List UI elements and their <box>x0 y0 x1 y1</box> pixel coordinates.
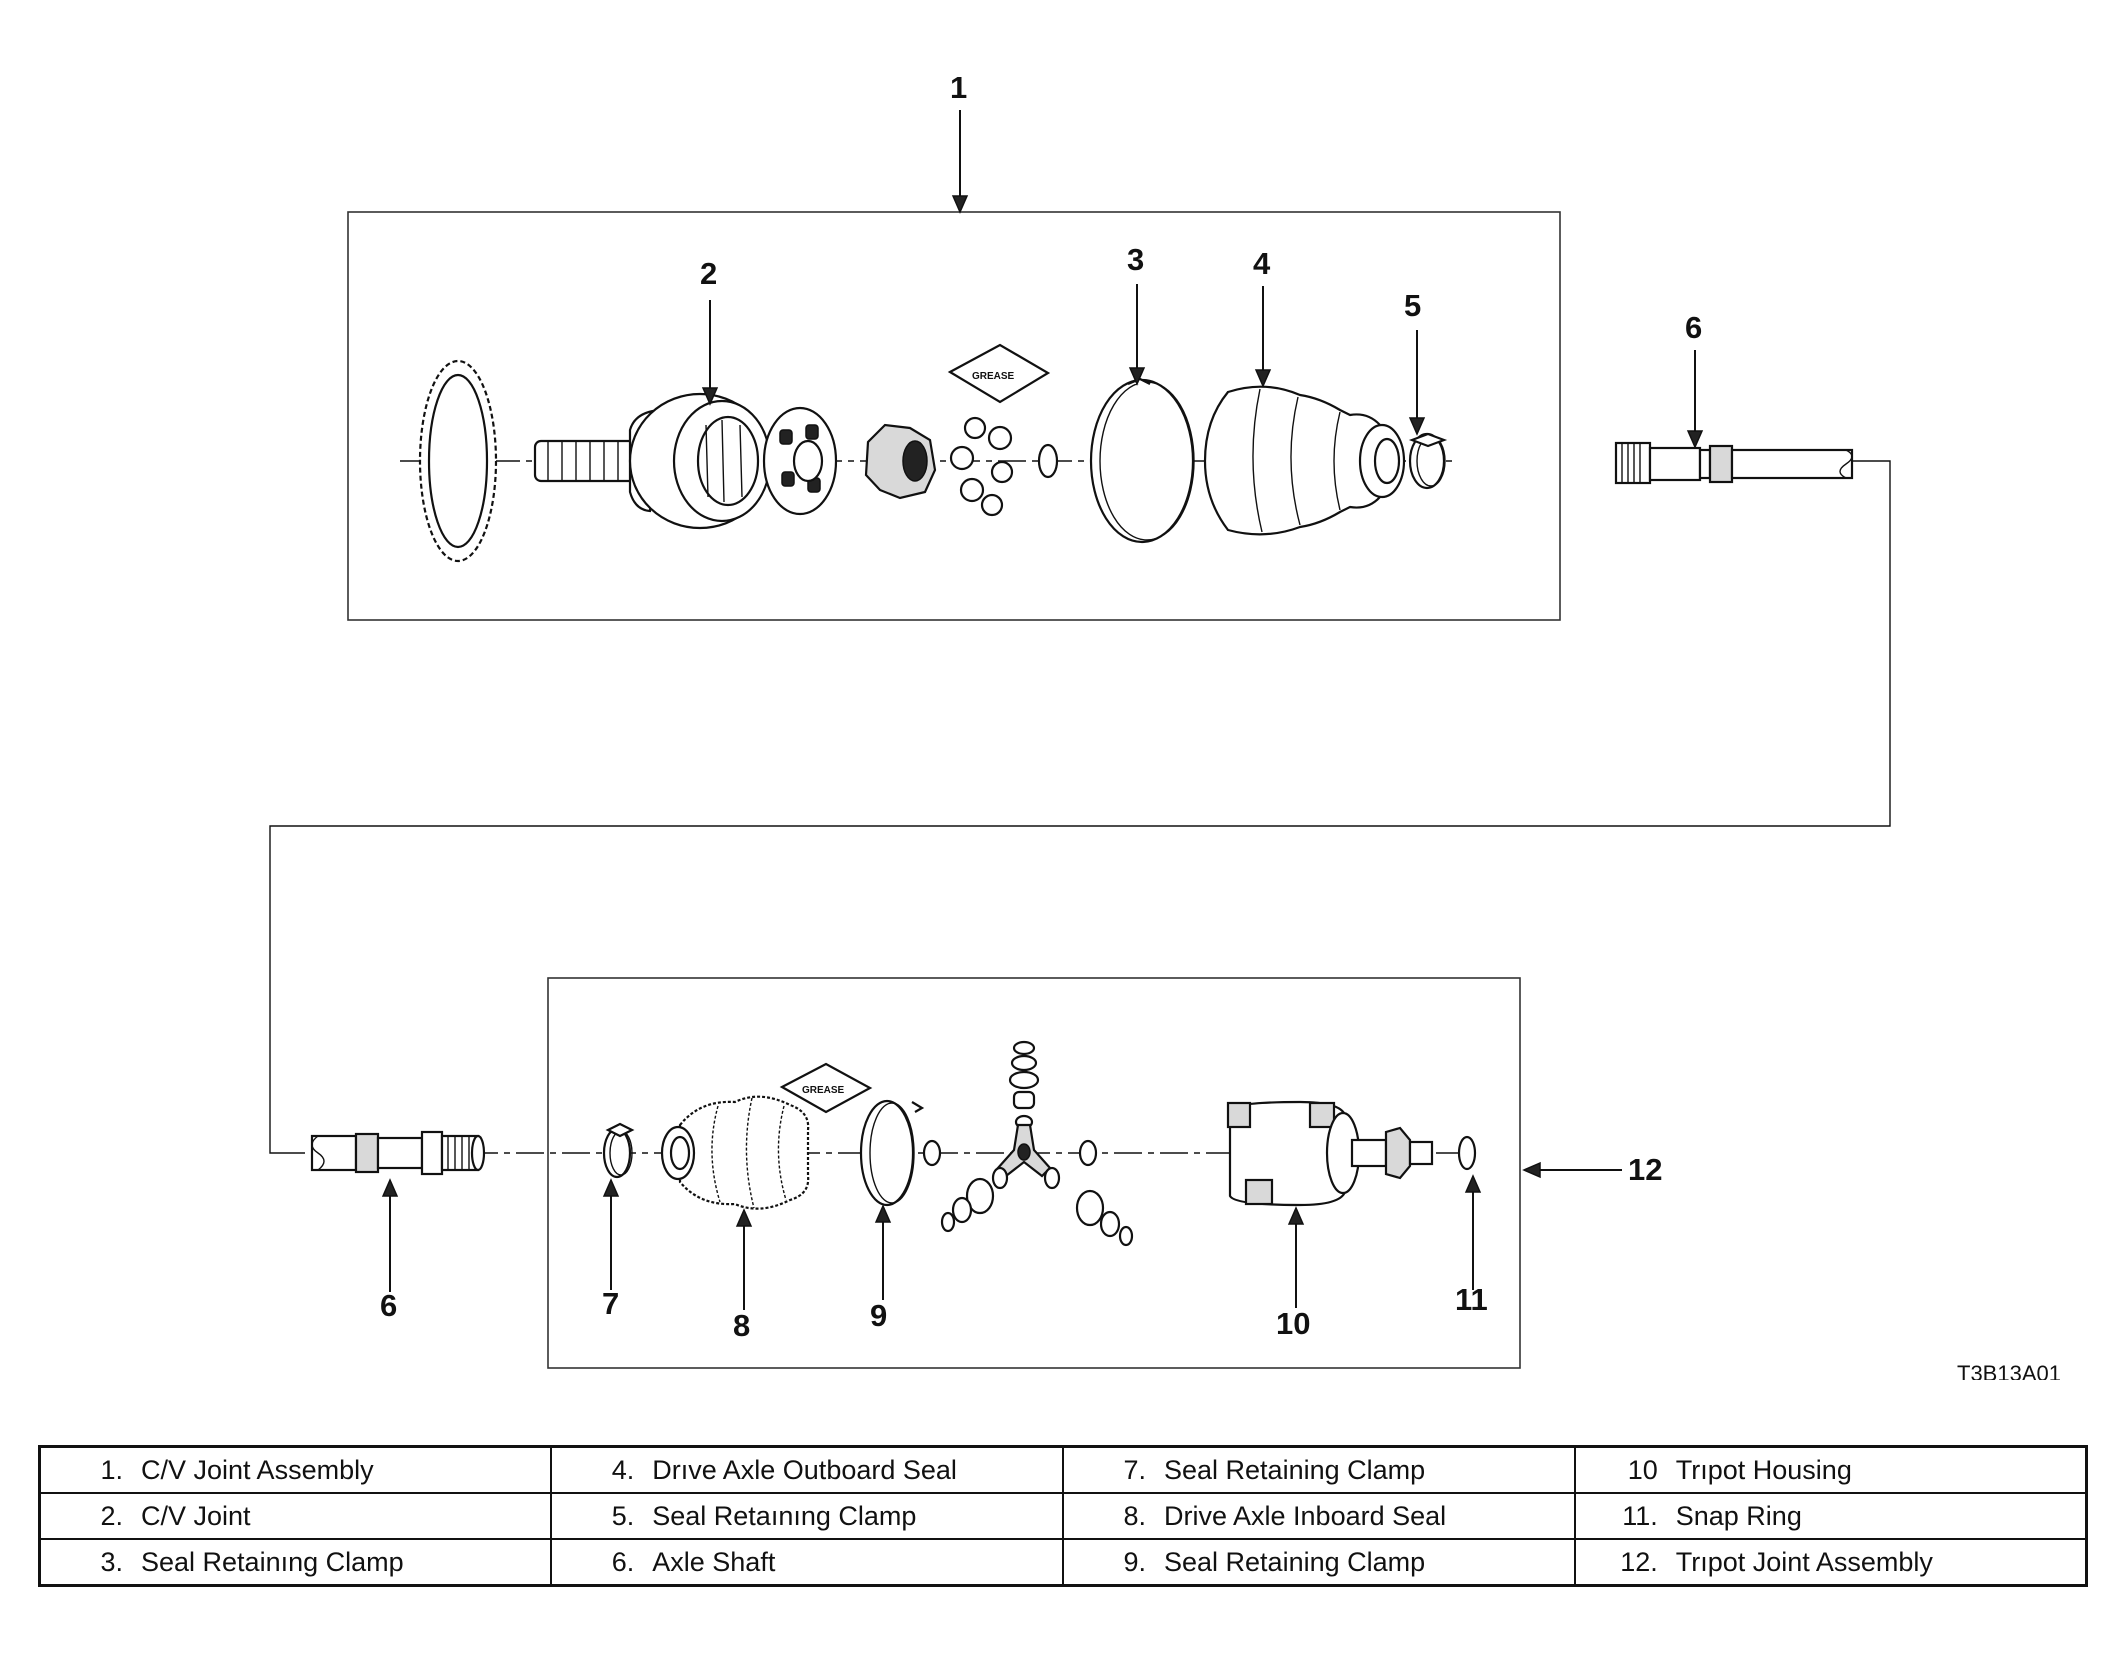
figure-id: T3B13A01 <box>1957 1361 2061 1380</box>
outboard-seal-boot-part <box>1203 385 1406 536</box>
exploded-view-diagram: GREASE <box>269 70 2061 1380</box>
legend-cell: 3. Seal Retainıng Clamp <box>38 1538 553 1587</box>
legend-number: 12. <box>1620 1546 1658 1577</box>
callout-8: 8 <box>733 1308 750 1343</box>
callout-10: 10 <box>1276 1306 1310 1341</box>
legend-label: Seal Retaining Clamp <box>1164 1454 1426 1485</box>
legend-number: 9. <box>1123 1546 1146 1577</box>
parts-legend-table: 1. C/V Joint Assembly 4. Drıve Axle Outboa… <box>38 1445 2088 1587</box>
legend-row: 1. C/V Joint Assembly 4. Drıve Axle Outboa… <box>38 1445 2088 1494</box>
inner-race-part <box>864 423 937 500</box>
legend-number: 2. <box>100 1500 123 1531</box>
legend-label: Trıpot Housing <box>1675 1454 1852 1485</box>
callout-6-upper: 6 <box>1685 310 1702 345</box>
legend-label: C/V Joint <box>141 1500 251 1531</box>
legend-cell: 6. Axle Shaft <box>550 1538 1064 1587</box>
seal-retaining-clamp-9-part <box>859 1099 925 1207</box>
legend-label: Snap Ring <box>1675 1500 1802 1531</box>
legend-label: Seal Retainıng Clamp <box>141 1546 404 1577</box>
axle-shaft-upper-part <box>1614 441 1854 485</box>
legend-cell: 1. C/V Joint Assembly <box>38 1445 553 1494</box>
grease-label-lower: GREASE <box>802 1085 845 1096</box>
inboard-seal-boot-part <box>660 1095 810 1210</box>
grease-packet-icon-lower: GREASE <box>779 1062 873 1114</box>
legend-label: C/V Joint Assembly <box>141 1454 374 1485</box>
axle-shaft-lower-part <box>310 1130 486 1176</box>
callout-4: 4 <box>1253 246 1271 281</box>
tripot-joint-assembly-frame <box>547 977 1521 1369</box>
legend-cell: 11. Snap Ring <box>1573 1492 2088 1540</box>
legend-cell: 7. Seal Retaining Clamp <box>1062 1445 1576 1494</box>
cv-joint-part <box>533 392 772 530</box>
seal-retaining-clamp-large-part <box>1089 377 1195 544</box>
cv-joint-assembly-frame <box>347 211 1561 621</box>
legend-number: 5. <box>611 1500 635 1531</box>
small-snap-ring-part <box>1037 443 1059 479</box>
legend-label: Seal Retaining Clamp <box>1164 1546 1426 1577</box>
legend-cell: 4. Drıve Axle Outboard Seal <box>550 1445 1064 1494</box>
legend-number: 11. <box>1622 1500 1658 1531</box>
callout-5: 5 <box>1404 288 1421 323</box>
leader-lines <box>381 110 1704 1310</box>
toothed-ring-part <box>418 359 498 563</box>
seal-retaining-clamp-small-part <box>1408 432 1448 490</box>
tripot-housing-part <box>1226 1100 1434 1207</box>
seal-retaining-clamp-7-part <box>602 1122 635 1179</box>
spacer-ring-part <box>922 1139 942 1167</box>
legend-number: 1. <box>100 1454 123 1485</box>
callout-1: 1 <box>950 70 967 105</box>
callout-2: 2 <box>700 256 717 291</box>
legend-cell: 2. C/V Joint <box>38 1492 553 1540</box>
legend-cell: 10 Trıpot Housing <box>1573 1445 2088 1494</box>
legend-cell: 8. Drive Axle Inboard Seal <box>1062 1492 1576 1540</box>
grease-label: GREASE <box>972 371 1015 382</box>
legend-label: Trıpot Joint Assembly <box>1675 1546 1933 1577</box>
grease-packet-icon: GREASE <box>947 343 1051 404</box>
legend-cell: 12. Trıpot Joint Assembly <box>1573 1538 2088 1587</box>
legend-cell: 9. Seal Retaining Clamp <box>1062 1538 1576 1587</box>
callout-11: 11 <box>1455 1282 1488 1317</box>
legend-number: 8. <box>1123 1500 1146 1531</box>
legend-number: 3. <box>100 1546 123 1577</box>
balls-part <box>949 416 1014 517</box>
legend-number: 4. <box>611 1454 635 1485</box>
legend-cell: 5. Seal Retaınıng Clamp <box>550 1492 1064 1540</box>
legend-label: Seal Retaınıng Clamp <box>652 1500 917 1531</box>
ball-cage-part <box>762 406 838 516</box>
legend-label: Axle Shaft <box>652 1546 776 1577</box>
callout-7: 7 <box>602 1286 619 1321</box>
legend-number: 10 <box>1627 1454 1658 1485</box>
snap-ring-part <box>1457 1135 1477 1171</box>
legend-row: 3. Seal Retainıng Clamp 6. Axle Shaft 9. Se… <box>38 1538 2088 1587</box>
callout-6-lower: 6 <box>380 1288 397 1323</box>
callout-12: 12 <box>1628 1152 1662 1187</box>
legend-label: Drıve Axle Outboard Seal <box>652 1454 957 1485</box>
legend-label: Drive Axle Inboard Seal <box>1164 1500 1447 1531</box>
legend-row: 2. C/V Joint 5. Seal Retaınıng Clamp 8. Dri… <box>38 1492 2088 1540</box>
callout-3: 3 <box>1127 242 1144 277</box>
shaft-connector-line <box>269 460 1891 1154</box>
legend-number: 7. <box>1123 1454 1146 1485</box>
legend-number: 6. <box>611 1546 635 1577</box>
callout-9: 9 <box>870 1298 887 1333</box>
tripot-spider-part <box>940 1040 1134 1247</box>
